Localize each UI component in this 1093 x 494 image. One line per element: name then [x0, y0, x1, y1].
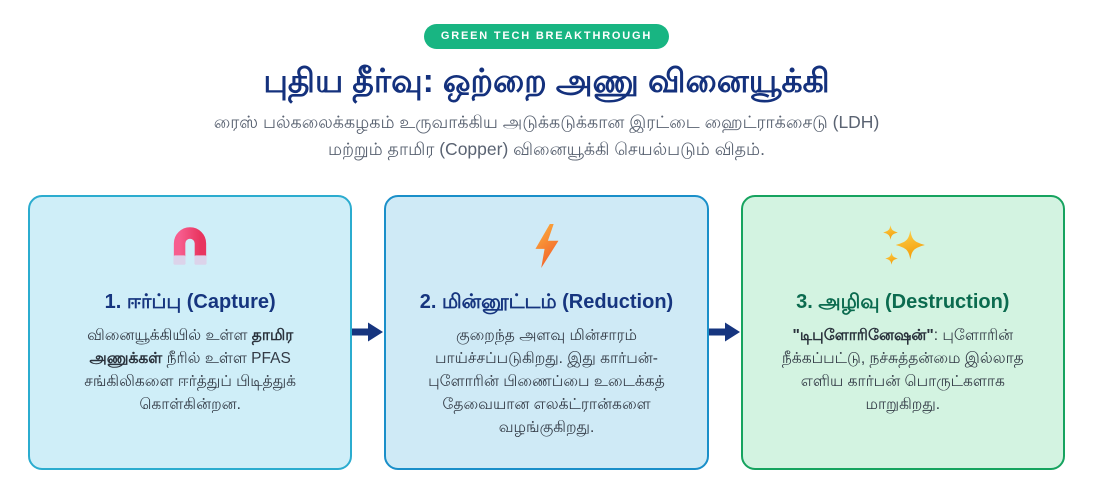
card-reduction: 2. மின்னூட்டம் (Reduction) குறைந்த அளவு … — [384, 194, 709, 470]
card-reduction-body-prefix: குறைந்த அளவு மின்சாரம் பாய்ச்சப்படுகிறது… — [428, 326, 665, 436]
card-capture-body: வினையூக்கியில் உள்ள தாமிர அணுக்கள் நீரில… — [50, 325, 330, 417]
card-destruction: 3. அழிவு (Destruction) "டிபுளோரினேஷன்": … — [740, 194, 1065, 470]
page-subtitle: ரைஸ் பல்கலைக்கழகம் உருவாக்கிய அடுக்கடுக்… — [213, 112, 880, 159]
card-destruction-body: "டிபுளோரினேஷன்": புளோரின் நீக்கப்பட்டு, … — [763, 325, 1043, 417]
arrow-right-icon — [708, 322, 740, 342]
hero-section: GREEN TECH BREAKTHROUGH புதிய தீர்வு: ஒற… — [0, 0, 1093, 162]
arrow-right-icon — [352, 322, 384, 342]
sparkles-icon — [763, 219, 1043, 273]
card-destruction-body-bold: "டிபுளோரினேஷன்" — [792, 326, 934, 344]
page-title: புதிய தீர்வு: ஒற்றை அணு வினையூக்கி — [263, 62, 830, 99]
card-reduction-title: 2. மின்னூட்டம் (Reduction) — [419, 290, 674, 313]
status-badge: GREEN TECH BREAKTHROUGH — [423, 24, 670, 49]
magnet-icon — [50, 219, 330, 273]
card-destruction-title: 3. அழிவு (Destruction) — [796, 290, 1010, 313]
card-capture-body-prefix: வினையூக்கியில் உள்ள — [87, 326, 252, 344]
card-reduction-body: குறைந்த அளவு மின்சாரம் பாய்ச்சப்படுகிறது… — [406, 325, 686, 440]
card-capture-body-suffix: நீரில் உள்ள PFAS சங்கிலிகளை ஈர்த்துப் பி… — [84, 349, 297, 413]
card-capture: 1. ஈர்ப்பு (Capture) வினையூக்கியில் உள்ள… — [28, 194, 353, 470]
card-capture-body-bold: தாமிர அணுக்கள் — [89, 326, 294, 367]
flow-arrow-2 — [708, 195, 741, 470]
card-capture-title: 1. ஈர்ப்பு (Capture) — [104, 290, 276, 313]
process-flow: 1. ஈர்ப்பு (Capture) வினையூக்கியில் உள்ள… — [0, 194, 1093, 470]
card-destruction-body-suffix: : புளோரின் நீக்கப்பட்டு, நச்சுத்தன்மை இல… — [781, 326, 1024, 413]
flow-arrow-1 — [352, 195, 384, 470]
lightning-icon — [406, 219, 686, 273]
